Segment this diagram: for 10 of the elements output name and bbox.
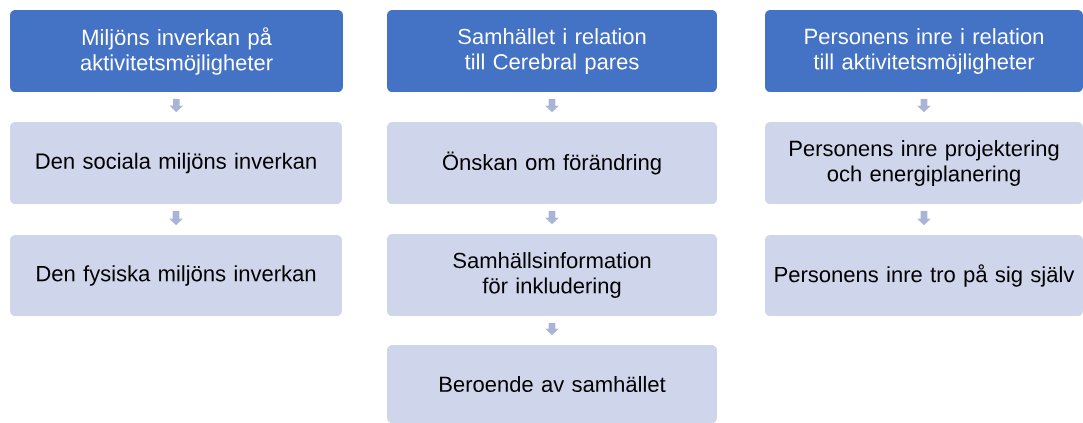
topic-box: Den sociala miljöns inverkan	[10, 122, 342, 204]
topic-box: Önskan om förändring	[387, 122, 717, 204]
topic-box: Beroende av samhället	[387, 345, 717, 423]
header-box: Samhället i relation till Cerebral pares	[387, 10, 717, 92]
topic-box: Samhällsinformation för inkludering	[387, 234, 717, 316]
topic-box: Den fysiska miljöns inverkan	[10, 235, 342, 316]
topic-box: Personens inre tro på sig själv	[765, 235, 1083, 316]
topic-box: Personens inre projektering och energiplanering	[765, 122, 1083, 204]
header-box: Miljöns inverkan på aktivitetsmöjligheter	[10, 10, 343, 92]
header-box: Personens inre i relation till aktivitetsmöjligheter	[765, 10, 1083, 92]
